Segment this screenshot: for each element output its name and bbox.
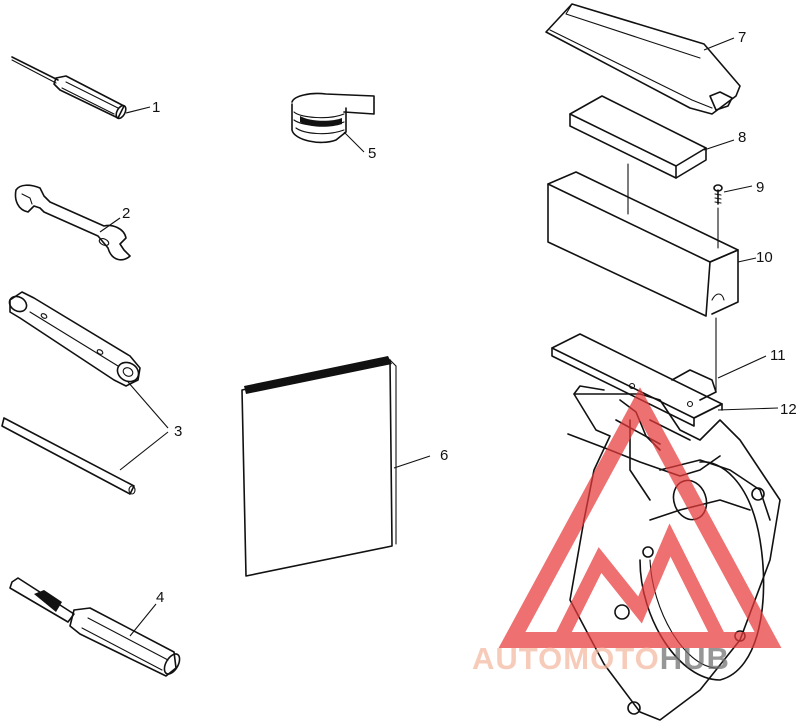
watermark-text-auto: AUTO bbox=[472, 641, 563, 676]
callout-9: 9 bbox=[756, 179, 764, 196]
watermark-triangle-inner bbox=[553, 523, 727, 644]
leader-10 bbox=[737, 257, 757, 263]
watermark-text-hub: HUB bbox=[660, 641, 730, 676]
callout-12: 12 bbox=[780, 401, 797, 418]
tommy-bar bbox=[1, 417, 136, 495]
screwdriver-small bbox=[11, 56, 127, 120]
leader-7 bbox=[703, 37, 735, 51]
watermark-triangle-outer bbox=[498, 387, 782, 648]
watermark-text-moto: MOTO bbox=[563, 641, 659, 676]
tape-roll bbox=[291, 92, 375, 144]
screw bbox=[713, 184, 723, 205]
leader-3a bbox=[127, 381, 169, 429]
callout-4: 4 bbox=[156, 589, 164, 606]
callout-10: 10 bbox=[756, 249, 773, 266]
leader-11 bbox=[717, 355, 767, 379]
leader-5 bbox=[343, 131, 365, 153]
toolbox-lid bbox=[545, 3, 741, 115]
toolbox bbox=[547, 163, 739, 317]
leader-2 bbox=[99, 217, 121, 233]
leader-12 bbox=[717, 407, 779, 411]
leader-3b bbox=[119, 431, 169, 471]
callout-7: 7 bbox=[738, 29, 746, 46]
callout-5: 5 bbox=[368, 145, 376, 162]
screwdriver-large bbox=[9, 577, 181, 677]
leader-6 bbox=[393, 455, 431, 469]
callout-2: 2 bbox=[122, 205, 130, 222]
foam-pad bbox=[569, 95, 707, 179]
leader-9 bbox=[723, 185, 753, 193]
callout-6: 6 bbox=[440, 447, 448, 464]
callout-3: 3 bbox=[174, 423, 182, 440]
callout-8: 8 bbox=[738, 129, 746, 146]
leader-1 bbox=[125, 106, 151, 114]
leader-8 bbox=[703, 139, 735, 151]
leader-4 bbox=[129, 603, 157, 637]
callout-1: 1 bbox=[152, 99, 160, 116]
tube-wrench bbox=[8, 291, 141, 387]
callout-11: 11 bbox=[770, 347, 786, 364]
wrench bbox=[14, 184, 131, 261]
watermark-logo: AUTOMOTOHUB bbox=[472, 387, 782, 676]
mounting-bracket bbox=[551, 317, 723, 427]
manual-booklet bbox=[241, 356, 397, 577]
svg-text:AUTOMOTOHUB: AUTOMOTOHUB bbox=[472, 641, 730, 676]
